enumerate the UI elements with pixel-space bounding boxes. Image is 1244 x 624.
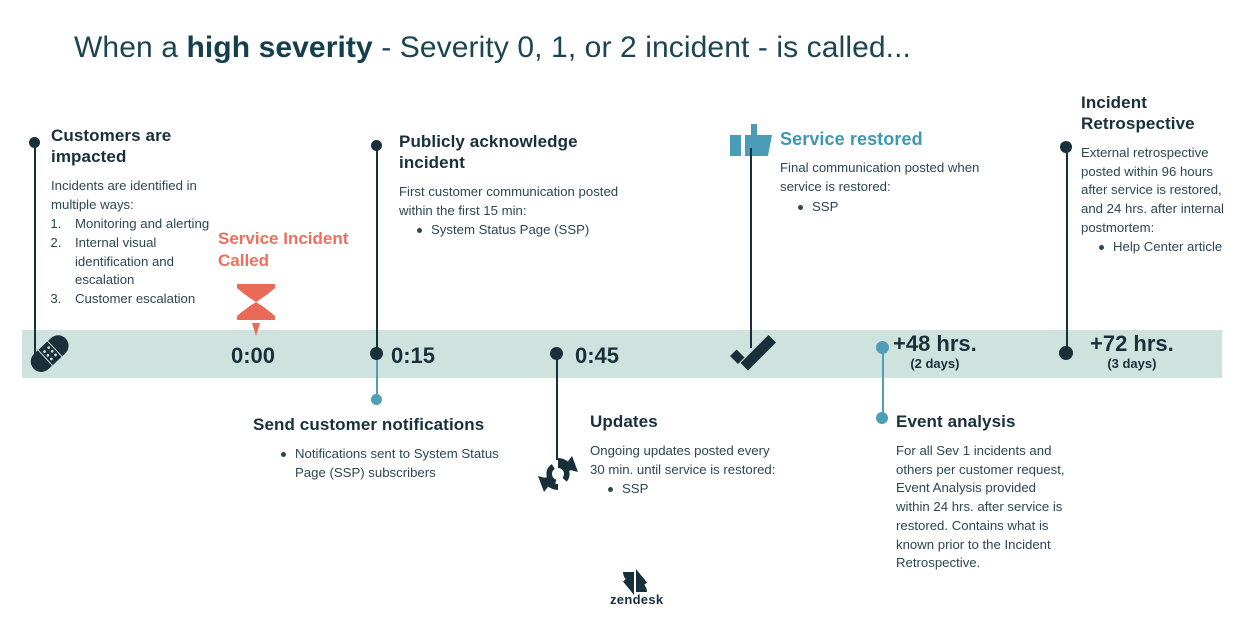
block-customers-impacted: Customers are impacted Incidents are ide…	[51, 126, 226, 309]
time-label-48-hrs-text: +48 hrs.	[893, 331, 977, 356]
zendesk-wordmark: zendesk	[610, 592, 664, 607]
zendesk-logo-mark	[623, 569, 647, 595]
list-item: Customer escalation	[65, 290, 226, 309]
title-part-1: When a	[74, 31, 187, 64]
connector-send-notifications	[376, 360, 378, 402]
time-label-0-45: 0:45	[575, 343, 619, 369]
connector-dot-publicly-acknowledge	[371, 140, 382, 151]
block-incident-retrospective: Incident Retrospective External retrospe…	[1081, 93, 1241, 257]
called-line-1: Service Incident	[218, 229, 349, 248]
service-incident-called-label: Service Incident Called	[218, 228, 368, 271]
list-item: Monitoring and alerting	[65, 215, 226, 234]
publicly-acknowledge-heading-line2: incident	[399, 152, 465, 172]
updates-heading: Updates	[590, 412, 658, 431]
service-restored-heading: Service restored	[780, 129, 923, 149]
list-item: Internal visual identification and escal…	[65, 234, 226, 290]
timeline-dot-48-hrs	[876, 341, 889, 354]
publicly-acknowledge-heading: Publicly acknowledge incident	[399, 132, 647, 174]
time-label-48-hrs: +48 hrs. (2 days)	[893, 331, 977, 371]
block-event-analysis: Event analysis For all Sev 1 incidents a…	[896, 412, 1068, 573]
connector-event-analysis	[882, 350, 884, 415]
incident-retrospective-heading-line1: Incident	[1081, 93, 1147, 112]
timeline-arrow-tip	[1182, 330, 1222, 378]
title-part-2: - Severity 0, 1, or 2 incident - is call…	[372, 31, 911, 64]
connector-dot-event-analysis	[876, 412, 888, 424]
refresh-icon	[538, 456, 578, 492]
block-send-notifications: Send customer notifications Notification…	[253, 415, 515, 482]
page-title: When a high severity - Severity 0, 1, or…	[74, 31, 911, 65]
list-item: Help Center article	[1099, 238, 1241, 257]
block-service-restored: Service restored Final communication pos…	[780, 128, 980, 216]
list-item: SSP	[798, 198, 980, 217]
timeline-band	[22, 330, 1222, 378]
connector-dot-customers-impacted	[29, 137, 40, 148]
connector-service-restored	[750, 148, 752, 348]
title-bold: high severity	[186, 31, 373, 64]
event-analysis-heading: Event analysis	[896, 412, 1016, 431]
thumbs-up-icon	[730, 124, 772, 156]
time-label-72-hrs-text: +72 hrs.	[1090, 331, 1174, 356]
hourglass-icon	[237, 284, 275, 336]
connector-updates	[556, 356, 558, 460]
updates-body: Ongoing updates posted every 30 min. unt…	[590, 442, 776, 477]
connector-publicly-acknowledge	[376, 148, 378, 360]
incident-retrospective-body: External retrospective posted within 96 …	[1081, 144, 1224, 235]
time-label-0-00: 0:00	[231, 343, 275, 369]
send-notifications-list: Notifications sent to System Status Page…	[253, 445, 515, 482]
called-line-2: Called	[218, 250, 270, 270]
bandage-icon	[30, 335, 69, 372]
send-notifications-heading: Send customer notifications	[253, 415, 485, 434]
list-item: SSP	[608, 480, 785, 499]
connector-dot-send-notifications	[371, 394, 382, 405]
updates-list: SSP	[590, 480, 785, 499]
connector-customers-impacted	[34, 142, 36, 358]
publicly-acknowledge-body: First customer communication posted with…	[399, 183, 619, 218]
time-label-72-hrs: +72 hrs. (3 days)	[1090, 331, 1174, 371]
incident-retrospective-list: Help Center article	[1081, 238, 1241, 257]
incident-retrospective-heading-line2: Retrospective	[1081, 113, 1195, 133]
timeline-dot-0-45	[550, 347, 563, 360]
connector-dot-incident-retrospective	[1060, 141, 1072, 153]
time-label-0-15: 0:15	[391, 343, 435, 369]
customers-impacted-body: Incidents are identified in multiple way…	[51, 177, 197, 212]
incident-retrospective-heading: Incident Retrospective	[1081, 93, 1241, 135]
customers-impacted-heading-line2: impacted	[51, 146, 127, 166]
time-label-0-00-text: 0:00	[231, 343, 276, 368]
service-restored-body: Final communication posted when service …	[780, 160, 980, 194]
time-label-72-hrs-sub: (3 days)	[1107, 356, 1157, 371]
timeline-dot-72-hrs	[1059, 346, 1073, 360]
list-item: System Status Page (SSP)	[417, 221, 647, 240]
timeline-dot-0-15	[370, 347, 383, 360]
checkmark-icon	[730, 335, 776, 371]
customers-impacted-heading: Customers are impacted	[51, 126, 226, 168]
customers-impacted-heading-line1: Customers are	[51, 126, 172, 145]
customers-impacted-list: Monitoring and alerting Internal visual …	[51, 215, 226, 309]
list-item: Notifications sent to System Status Page…	[281, 445, 515, 482]
service-restored-list: SSP	[780, 198, 980, 217]
time-label-0-45-text: 0:45	[575, 343, 620, 368]
event-analysis-body: For all Sev 1 incidents and others per c…	[896, 442, 1065, 571]
time-label-48-hrs-sub: (2 days)	[910, 356, 960, 371]
time-label-0-15-text: 0:15	[391, 343, 436, 368]
connector-incident-retrospective	[1066, 148, 1068, 356]
block-updates: Updates Ongoing updates posted every 30 …	[590, 412, 785, 499]
publicly-acknowledge-heading-line1: Publicly acknowledge	[399, 132, 578, 151]
publicly-acknowledge-list: System Status Page (SSP)	[399, 221, 647, 240]
block-publicly-acknowledge: Publicly acknowledge incident First cust…	[399, 132, 647, 240]
